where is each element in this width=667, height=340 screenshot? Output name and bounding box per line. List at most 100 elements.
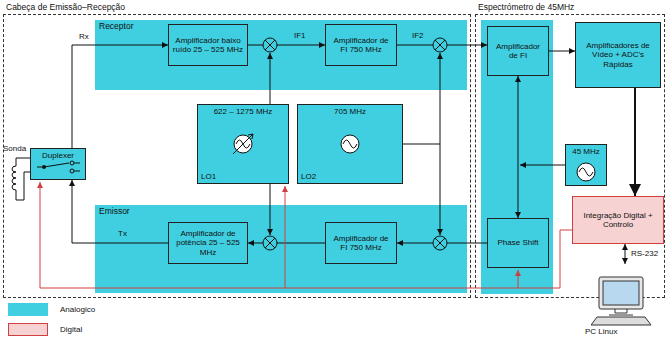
mixer-cross: [435, 238, 445, 248]
oscillator-symbol: [337, 131, 363, 157]
node-title: Integração Digital + Controlo: [576, 211, 660, 229]
node-title: 622 – 1275 MHz: [214, 107, 273, 116]
signal-label: IF2: [411, 32, 425, 41]
node-label: LO2: [301, 172, 316, 181]
mixer-cross: [265, 238, 275, 248]
control-box: Integração Digital + Controlo: [572, 196, 664, 244]
node-title: Phase Shift: [498, 238, 539, 247]
oscillator-circle: [234, 135, 252, 153]
signal-connector: [72, 180, 168, 243]
node-title: Amplificador de potência 25 – 525 MHz: [172, 229, 244, 257]
switch-symbol: [36, 160, 80, 174]
sine-wave: [579, 168, 593, 176]
amplifier-box: Amplificador baixo ruído 25 – 525 MHz: [168, 24, 248, 66]
screen: [603, 281, 639, 305]
node-title: PC Linux: [585, 327, 617, 336]
node-title: Receptor: [99, 22, 467, 32]
switch-lever: [37, 163, 80, 171]
amplifier-box: Amplificador de FI 750 MHz: [325, 222, 397, 264]
amplifier-box: Amplificador de FI: [487, 26, 549, 76]
section-band: ReceptorAmplificador baixo ruído 25 – 52…: [95, 20, 467, 90]
lo-wire: [403, 53, 440, 144]
signal-label: RS-232: [630, 250, 659, 259]
legend: AnalogicoDigital: [8, 302, 95, 340]
signal-label: Tx: [117, 230, 128, 239]
control-wire: [518, 270, 519, 288]
legend-swatch: [8, 323, 48, 336]
amplifier-box: Amplificador de potência 25 – 525 MHz: [168, 222, 248, 264]
node-title: 705 MHz: [334, 107, 366, 116]
phase-shift-box: Phase Shift: [487, 218, 549, 268]
oscillator-symbol: [230, 131, 256, 157]
legend-text: Analogico: [60, 305, 95, 314]
mixer-circle: [433, 236, 447, 250]
node-title: 45 MHz: [572, 147, 600, 156]
lo-wire: [270, 184, 271, 235]
sine-wave: [343, 140, 357, 148]
pc-drawing: [591, 275, 653, 327]
signal-connector: [634, 88, 636, 196]
oscillator-circle: [577, 163, 595, 181]
legend-swatch: [8, 303, 48, 316]
oscillator-box: 45 MHz: [565, 144, 607, 186]
legend-row: Digital: [8, 322, 95, 337]
group-frame: Cabeça de Emissão–RecepçãoReceptorAmplif…: [3, 14, 471, 298]
node-title: Duplexer: [42, 151, 74, 160]
amplifier-box: Amplificador de FI 750 MHz: [325, 24, 397, 66]
adc-box: Amplificadores de Vídeo + ADC's Rápidas: [575, 22, 661, 88]
monitor-stand: [609, 309, 633, 315]
duplexer-box: Duplexer: [30, 148, 86, 180]
signal-connector: [518, 76, 519, 218]
control-wire: [40, 182, 572, 288]
node-title: Espectrómetro de 45MHz: [478, 3, 666, 13]
node-title: Amplificador de FI 750 MHz: [329, 234, 393, 252]
node-title: Amplificador baixo ruído 25 – 525 MHz: [172, 36, 244, 54]
mixer-cross: [435, 40, 445, 50]
legend-text: Digital: [60, 325, 82, 334]
lo-wire: [440, 144, 441, 235]
computer-icon: PC Linux: [585, 264, 665, 336]
mixer-symbol: [433, 236, 447, 250]
signal-connector: [248, 243, 325, 244]
signal-connector: [625, 244, 626, 264]
signal-connector: [248, 45, 325, 46]
switch-contact: [70, 161, 74, 165]
mixer-symbol: [263, 236, 277, 250]
node-title: Emissor: [99, 207, 467, 217]
mixer-symbol: [433, 38, 447, 52]
mixer-cross: [265, 40, 275, 50]
signal-connector: [72, 45, 168, 148]
node-title: Cabeça de Emissão–Recepção: [6, 3, 472, 13]
tuning-arrow: [233, 134, 253, 154]
signal-label: IF1: [293, 32, 307, 41]
oscillator-box: 705 MHzLO2: [297, 104, 403, 184]
section-band: EmissorAmplificador de potência 25 – 525…: [95, 205, 467, 293]
signal-connector: [549, 51, 575, 52]
probe-coil: [12, 158, 30, 200]
mixer-symbol: [263, 38, 277, 52]
mixer-circle: [263, 38, 277, 52]
legend-row: Analogico: [8, 302, 95, 317]
oscillator-symbol: [573, 159, 599, 185]
lo-wire: [270, 53, 271, 104]
monitor: [599, 277, 643, 309]
oscillator-circle: [341, 135, 359, 153]
control-wire: [285, 186, 286, 288]
probe-label: Sonda: [3, 145, 26, 154]
node-title: Amplificadores de Vídeo + ADC's Rápidas: [579, 41, 657, 69]
node-label: LO1: [201, 172, 216, 181]
node-title: Amplificador de FI: [491, 42, 545, 60]
keyboard: [591, 317, 651, 325]
signal-label: Rx: [78, 33, 90, 42]
node-title: Amplificador de FI 750 MHz: [329, 36, 393, 54]
mixer-circle: [263, 236, 277, 250]
reference-wire: [520, 165, 565, 166]
oscillator-box: 622 – 1275 MHzLO1: [197, 104, 289, 184]
switch-contact: [70, 169, 74, 173]
mixer-circle: [433, 38, 447, 52]
